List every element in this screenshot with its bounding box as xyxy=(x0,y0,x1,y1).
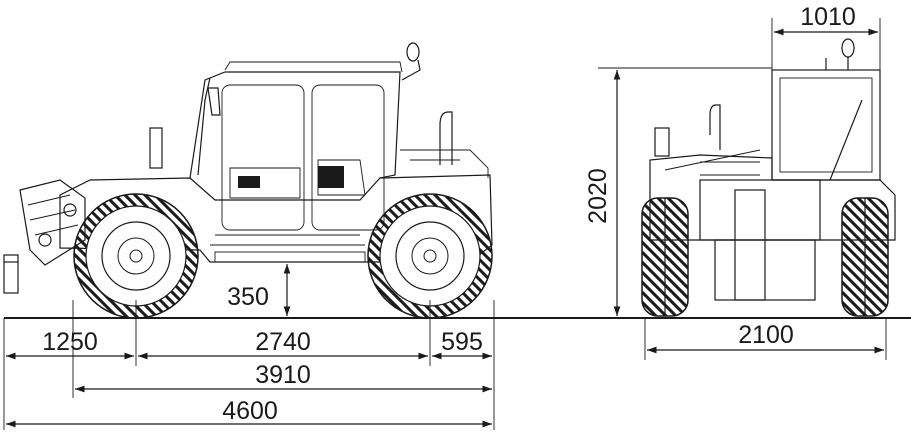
dim-label-front-overhang: 1250 xyxy=(42,328,98,356)
dim-label-cab-width: 1010 xyxy=(800,3,856,31)
dim-label-ground-clearance: 350 xyxy=(227,283,269,311)
front-view-telehandler xyxy=(641,38,896,317)
dim-label-wheelbase: 2740 xyxy=(255,328,311,356)
dimension-lines xyxy=(3,18,887,430)
dim-label-overall-length: 4600 xyxy=(222,397,278,425)
dim-label-axle-to-rear: 3910 xyxy=(255,361,311,389)
front-view-right-tyre xyxy=(841,197,889,317)
dim-label-overall-width: 2100 xyxy=(738,321,794,349)
front-wheel xyxy=(73,193,199,319)
dim-label-rear-overhang: 595 xyxy=(441,328,483,356)
dim-label-overall-height: 2020 xyxy=(584,168,612,224)
front-view-left-tyre xyxy=(641,197,689,317)
side-view-telehandler xyxy=(3,42,493,319)
rear-wheel xyxy=(367,193,493,319)
